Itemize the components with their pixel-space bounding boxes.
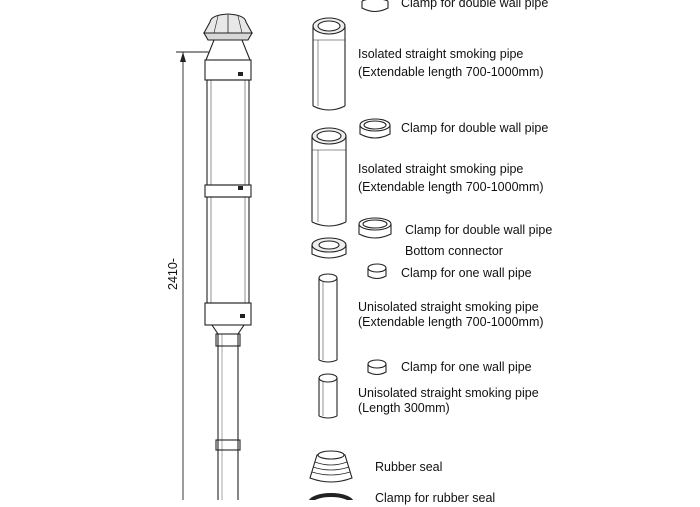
label-rubber-seal: Rubber seal — [375, 460, 443, 474]
dimension-line — [176, 51, 210, 500]
dimension-label: 2410- — [166, 258, 180, 290]
part-clamp-double-3 — [358, 217, 392, 239]
label-clamp-double-2: Clamp for double wall pipe — [401, 121, 549, 135]
label-unisolated-pipe-2: Unisolated straight smoking pipe — [358, 386, 539, 400]
part-clamp-rubber-seal — [308, 493, 354, 500]
label-clamp-double-1: Clamp for double wall pipe — [401, 0, 549, 10]
part-insulated-pipe-1 — [312, 17, 346, 111]
label-clamp-rubber-seal: Clamp for rubber seal — [375, 491, 496, 505]
label-clamp-double-3: Clamp for double wall pipe — [405, 223, 553, 237]
assembled-chimney — [203, 13, 253, 500]
part-bottom-connector — [311, 237, 347, 259]
sublabel-unisolated-pipe-2: (Length 300mm) — [358, 401, 450, 415]
label-unisolated-pipe-1: Unisolated straight smoking pipe — [358, 300, 539, 314]
part-clamp-single-1 — [367, 263, 387, 280]
part-unisolated-pipe-2 — [318, 373, 338, 419]
sublabel-insulated-pipe-1: (Extendable length 700-1000mm) — [358, 65, 544, 79]
sublabel-unisolated-pipe-1: (Extendable length 700-1000mm) — [358, 315, 544, 329]
part-clamp-double-2 — [359, 118, 391, 139]
part-unisolated-pipe-1 — [318, 273, 338, 363]
part-clamp-double-1 — [361, 0, 389, 13]
part-clamp-single-2 — [367, 359, 387, 376]
part-insulated-pipe-2 — [311, 127, 347, 227]
label-clamp-single-2: Clamp for one wall pipe — [401, 360, 532, 374]
sublabel-insulated-pipe-2: (Extendable length 700-1000mm) — [358, 180, 544, 194]
label-insulated-pipe-1: Isolated straight smoking pipe — [358, 47, 524, 61]
part-rubber-seal — [309, 450, 353, 483]
label-clamp-single-1: Clamp for one wall pipe — [401, 266, 532, 280]
label-insulated-pipe-2: Isolated straight smoking pipe — [358, 162, 524, 176]
label-bottom-connector: Bottom connector — [405, 244, 503, 258]
